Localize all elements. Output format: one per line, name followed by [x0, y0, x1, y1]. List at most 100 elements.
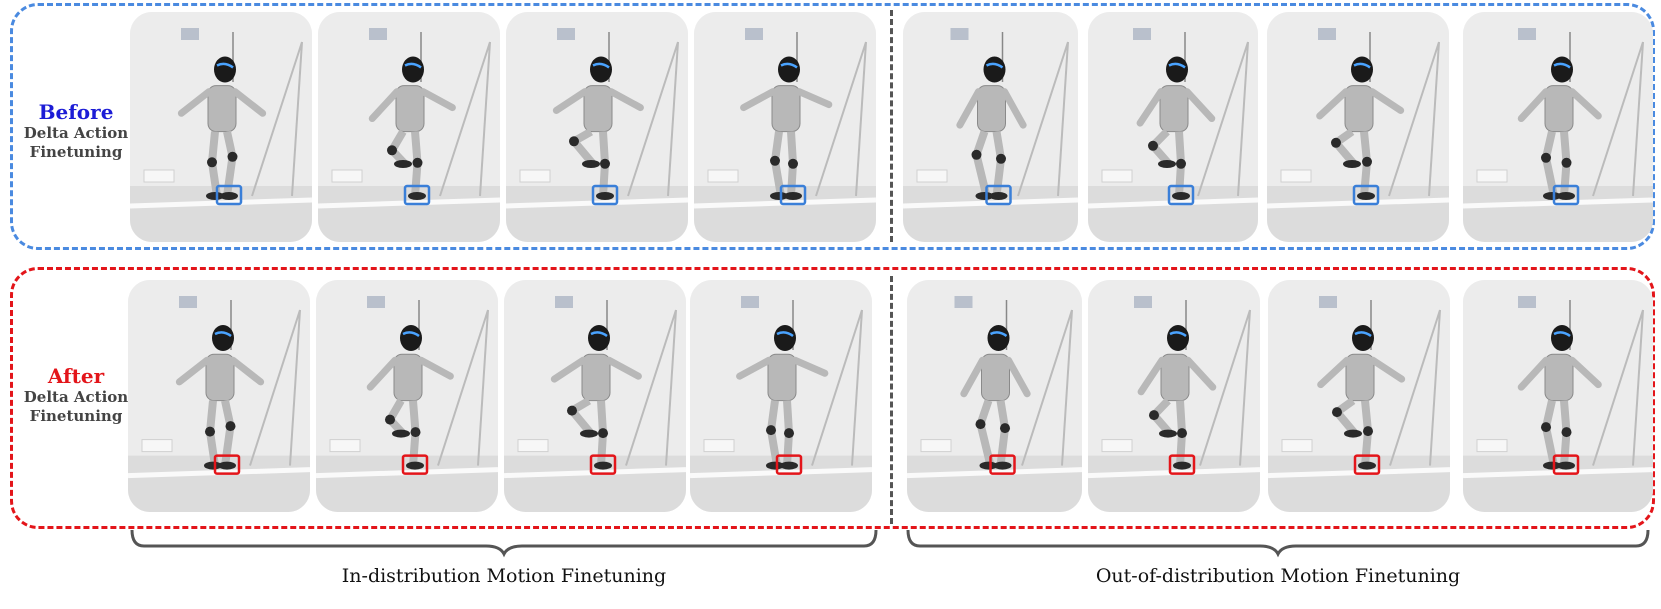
group-divider-after: [890, 276, 893, 524]
after-frame-1: [128, 280, 310, 512]
robot-torso: [205, 353, 235, 402]
robot-torso: [581, 353, 611, 402]
robot-knee: [385, 414, 395, 425]
tripod-leg: [1017, 41, 1069, 197]
robot-knee: [1176, 158, 1186, 169]
robot-photo: [690, 280, 872, 512]
tripod-leg: [291, 41, 303, 197]
foot-highlight-box: [1168, 454, 1196, 475]
before-subtitle-line2: Finetuning: [29, 143, 123, 161]
tripod-leg: [1021, 309, 1073, 466]
robot-knee: [975, 419, 986, 430]
robot-foot: [1543, 192, 1561, 200]
robot-foot: [392, 429, 410, 438]
before-frame-7: [1267, 12, 1449, 242]
foot-highlight-box: [401, 454, 429, 475]
robot-right-arm: [417, 356, 454, 380]
foot-highlight-box: [1352, 184, 1380, 206]
tripod-leg: [289, 309, 301, 466]
foot-highlight-box: [1167, 184, 1195, 206]
robot-photo: [1463, 12, 1653, 242]
robot-torso: [767, 353, 797, 402]
caption-in-distribution: In-distribution Motion Finetuning: [341, 565, 667, 587]
robot-foot: [220, 192, 238, 200]
robot-foot: [218, 461, 236, 470]
after-subtitle-line2: Finetuning: [29, 407, 123, 425]
robot-left-arm: [177, 88, 213, 117]
robot-photo: [128, 280, 310, 512]
tripod-leg: [625, 309, 677, 466]
tripod-leg: [1429, 309, 1441, 466]
robot-head: [778, 56, 800, 83]
robot-left-arm: [1137, 356, 1166, 396]
robot-left-arm: [552, 88, 589, 114]
robot-left-arm: [1517, 88, 1550, 123]
tripod-leg: [1428, 41, 1440, 197]
robot-photo: [130, 12, 312, 242]
robot-foot: [1543, 461, 1561, 470]
robot-foot: [1172, 192, 1190, 200]
foot-highlight-box: [1552, 184, 1580, 206]
tripod-leg: [477, 309, 489, 466]
robot-knee: [567, 405, 577, 416]
robot-knee: [1363, 426, 1373, 437]
robot-knee: [598, 428, 608, 439]
robot-head: [214, 56, 236, 83]
group-divider-before: [890, 10, 893, 242]
foot-highlight-box: [1552, 454, 1580, 475]
robot-right-arm: [419, 88, 456, 112]
robot-visor: [214, 331, 232, 338]
wall-sign: [745, 28, 763, 40]
wall-sign: [557, 28, 575, 40]
wall-sign: [1318, 28, 1336, 40]
tripod-leg: [1057, 41, 1069, 197]
robot-foot: [394, 160, 412, 168]
robot-visor: [989, 331, 1008, 338]
before-frame-6: [1088, 12, 1258, 242]
robot-knee: [1561, 427, 1572, 438]
robot-right-arm: [1568, 356, 1602, 389]
robot-foot: [975, 192, 994, 200]
robot-left-arm: [1317, 356, 1351, 389]
robot-torso: [395, 85, 425, 133]
robot-left-arm: [1517, 356, 1550, 391]
after-frame-4: [690, 280, 872, 512]
wall-sign: [555, 296, 573, 308]
tripod-leg: [251, 41, 303, 197]
robot-foot: [1173, 461, 1191, 470]
robot-left-arm: [1316, 88, 1350, 120]
floor-box: [920, 439, 952, 453]
tripod-leg: [479, 41, 491, 197]
tripod-leg: [855, 41, 867, 197]
robot-photo: [907, 280, 1082, 512]
robot-head: [1167, 325, 1189, 351]
robot-right-arm: [1568, 88, 1602, 120]
robot-right-arm: [1369, 356, 1406, 383]
robot-visor: [216, 62, 234, 69]
robot-foot: [580, 429, 598, 438]
robot-photo: [1088, 12, 1258, 242]
robot-knee: [784, 428, 794, 439]
wall-sign: [1518, 28, 1536, 40]
wall-sign: [369, 28, 387, 40]
robot-head: [1352, 325, 1374, 351]
robot-right-arm: [1184, 356, 1217, 391]
robot-knee: [1177, 428, 1187, 439]
robot-left-arm: [550, 356, 587, 383]
robot-visor: [1169, 331, 1187, 338]
floor-box: [141, 439, 173, 453]
robot-foot: [1557, 192, 1575, 200]
tripod-leg: [1197, 41, 1249, 197]
robot-knee: [1541, 152, 1551, 163]
robot-photo: [506, 12, 688, 242]
robot-knee: [412, 157, 423, 168]
tripod-leg: [1592, 41, 1644, 197]
foot-highlight-box: [213, 454, 241, 475]
tripod-leg: [437, 309, 489, 466]
foot-highlight-box: [779, 184, 807, 206]
robot-foot: [596, 192, 614, 200]
robot-left-arm: [368, 88, 401, 123]
tripod-leg: [1061, 309, 1073, 466]
robot-torso: [583, 85, 613, 133]
wall-sign: [954, 296, 973, 308]
